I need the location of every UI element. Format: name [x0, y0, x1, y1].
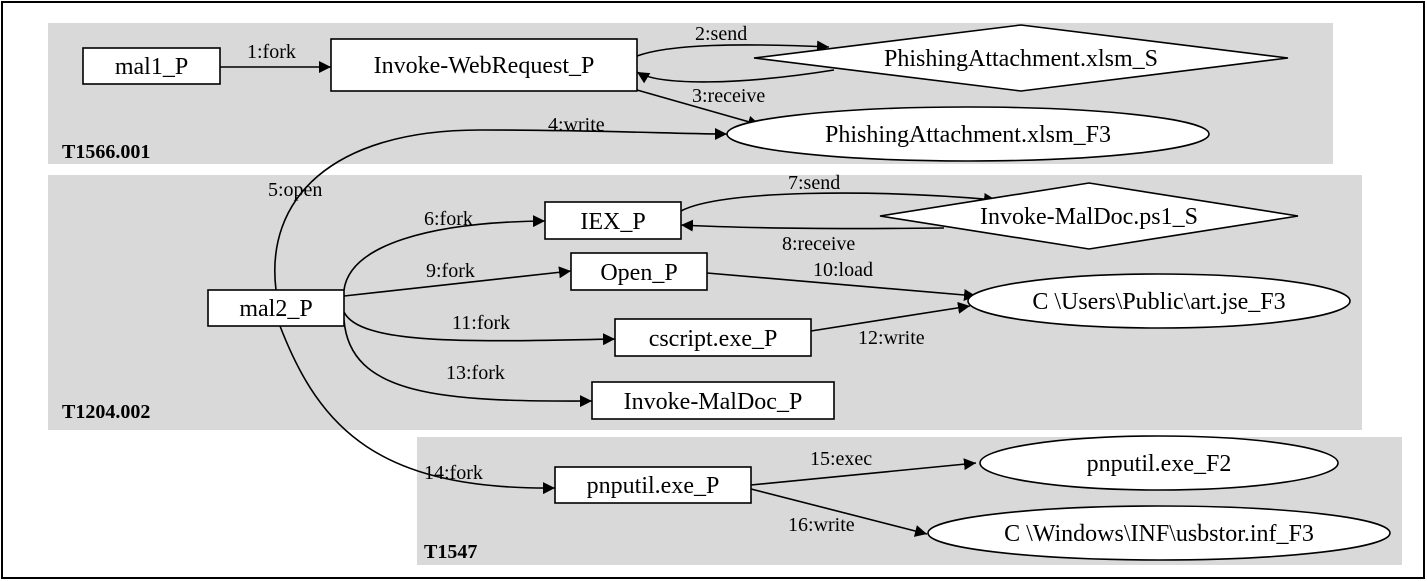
edge-14-fork: [279, 325, 556, 495]
edge-label-15: 15:exec: [810, 448, 872, 470]
node-label-open-p: Open_P: [600, 260, 677, 286]
edge-label-13: 13:fork: [446, 362, 505, 384]
edge-label-1: 1:fork: [247, 41, 296, 63]
edge-label-10: 10:load: [813, 259, 873, 281]
node-usbstor-inf-f3[interactable]: [927, 505, 1391, 561]
node-open-p[interactable]: [570, 252, 708, 291]
node-label-phishingattachment-xlsm-s: PhishingAttachment.xlsm_S: [884, 46, 1158, 72]
edge-label-16: 16:write: [788, 514, 855, 536]
node-cscript-exe-p[interactable]: [614, 318, 812, 357]
node-art-jse-f3[interactable]: [967, 273, 1351, 329]
edge-2-send: [636, 40, 830, 57]
edge-label-5: 5:open: [268, 179, 322, 201]
node-mal2-p[interactable]: [207, 289, 345, 327]
edge-6-fork: [343, 215, 546, 291]
node-label-invoke-maldoc-ps1-s: Invoke-MalDoc.ps1_S: [980, 204, 1198, 230]
edge-12-write: [810, 301, 971, 332]
node-phishingattachment-xlsm-f3[interactable]: [726, 106, 1210, 162]
node-label-cscript-exe-p: cscript.exe_P: [649, 326, 778, 352]
edge-label-2: 2:send: [695, 23, 747, 45]
edge-4-5-write-open: [274, 127, 728, 291]
nodes: mal1_P Invoke-WebRequest_P PhishingAttac…: [82, 24, 1391, 561]
edge-16-write: [750, 488, 928, 537]
node-label-invoke-maldoc-p: Invoke-MalDoc_P: [624, 389, 803, 415]
edge-11-fork: [343, 311, 616, 346]
node-pnputil-exe-p[interactable]: [554, 466, 752, 504]
edge-label-12: 12:write: [858, 327, 925, 349]
edge-3-receive-file: [636, 89, 761, 128]
node-invoke-maldoc-p[interactable]: [591, 381, 835, 420]
edge-label-8: 8:receive: [782, 233, 855, 255]
node-label-usbstor-inf-f3: C \Windows\INF\usbstor.inf_F3: [1004, 521, 1314, 547]
edge-label-9: 9:fork: [426, 260, 475, 282]
edge-10-load: [706, 272, 977, 301]
node-invoke-maldoc-ps1-s[interactable]: [879, 182, 1299, 250]
edge-9-fork: [343, 266, 572, 297]
edge-label-3: 3:receive: [692, 85, 765, 107]
edge-label-4: 4:write: [548, 114, 605, 136]
node-invoke-webrequest-p[interactable]: [330, 38, 638, 92]
node-label-pnputil-exe-f2: pnputil.exe_F2: [1087, 451, 1232, 477]
edge-label-11: 11:fork: [452, 312, 510, 334]
edge-8-receive: [680, 219, 945, 232]
node-label-mal2-p: mal2_P: [239, 296, 312, 322]
edge-label-7: 7:send: [788, 172, 840, 194]
edge-labels: 1:fork 2:send 3:receive 4:write 5:open 6…: [247, 23, 925, 536]
edges: [220, 40, 997, 537]
node-label-phishingattachment-xlsm-f3: PhishingAttachment.xlsm_F3: [825, 122, 1111, 148]
edge-label-6: 6:fork: [424, 208, 473, 230]
cluster-label-t1547: T1547: [424, 541, 477, 563]
node-label-pnputil-exe-p: pnputil.exe_P: [587, 473, 720, 499]
node-iex-p[interactable]: [544, 201, 682, 240]
node-label-art-jse-f3: C \Users\Public\art.jse_F3: [1032, 289, 1285, 315]
node-label-mal1-p: mal1_P: [115, 54, 188, 80]
edge-7-send: [680, 192, 997, 212]
edge-13-fork: [343, 319, 593, 408]
edge-3-receive: [636, 69, 835, 84]
node-pnputil-exe-f2[interactable]: [979, 435, 1339, 491]
edge-label-14: 14:fork: [424, 462, 483, 484]
node-mal1-p[interactable]: [82, 47, 221, 85]
node-label-iex-p: IEX_P: [580, 209, 645, 235]
cluster-label-t1566-001: T1566.001: [62, 141, 150, 163]
edge-15-exec: [750, 458, 977, 486]
node-label-invoke-webrequest-p: Invoke-WebRequest_P: [374, 53, 595, 79]
node-phishingattachment-xlsm-s[interactable]: [753, 24, 1289, 92]
cluster-label-t1204-002: T1204.002: [62, 401, 150, 423]
